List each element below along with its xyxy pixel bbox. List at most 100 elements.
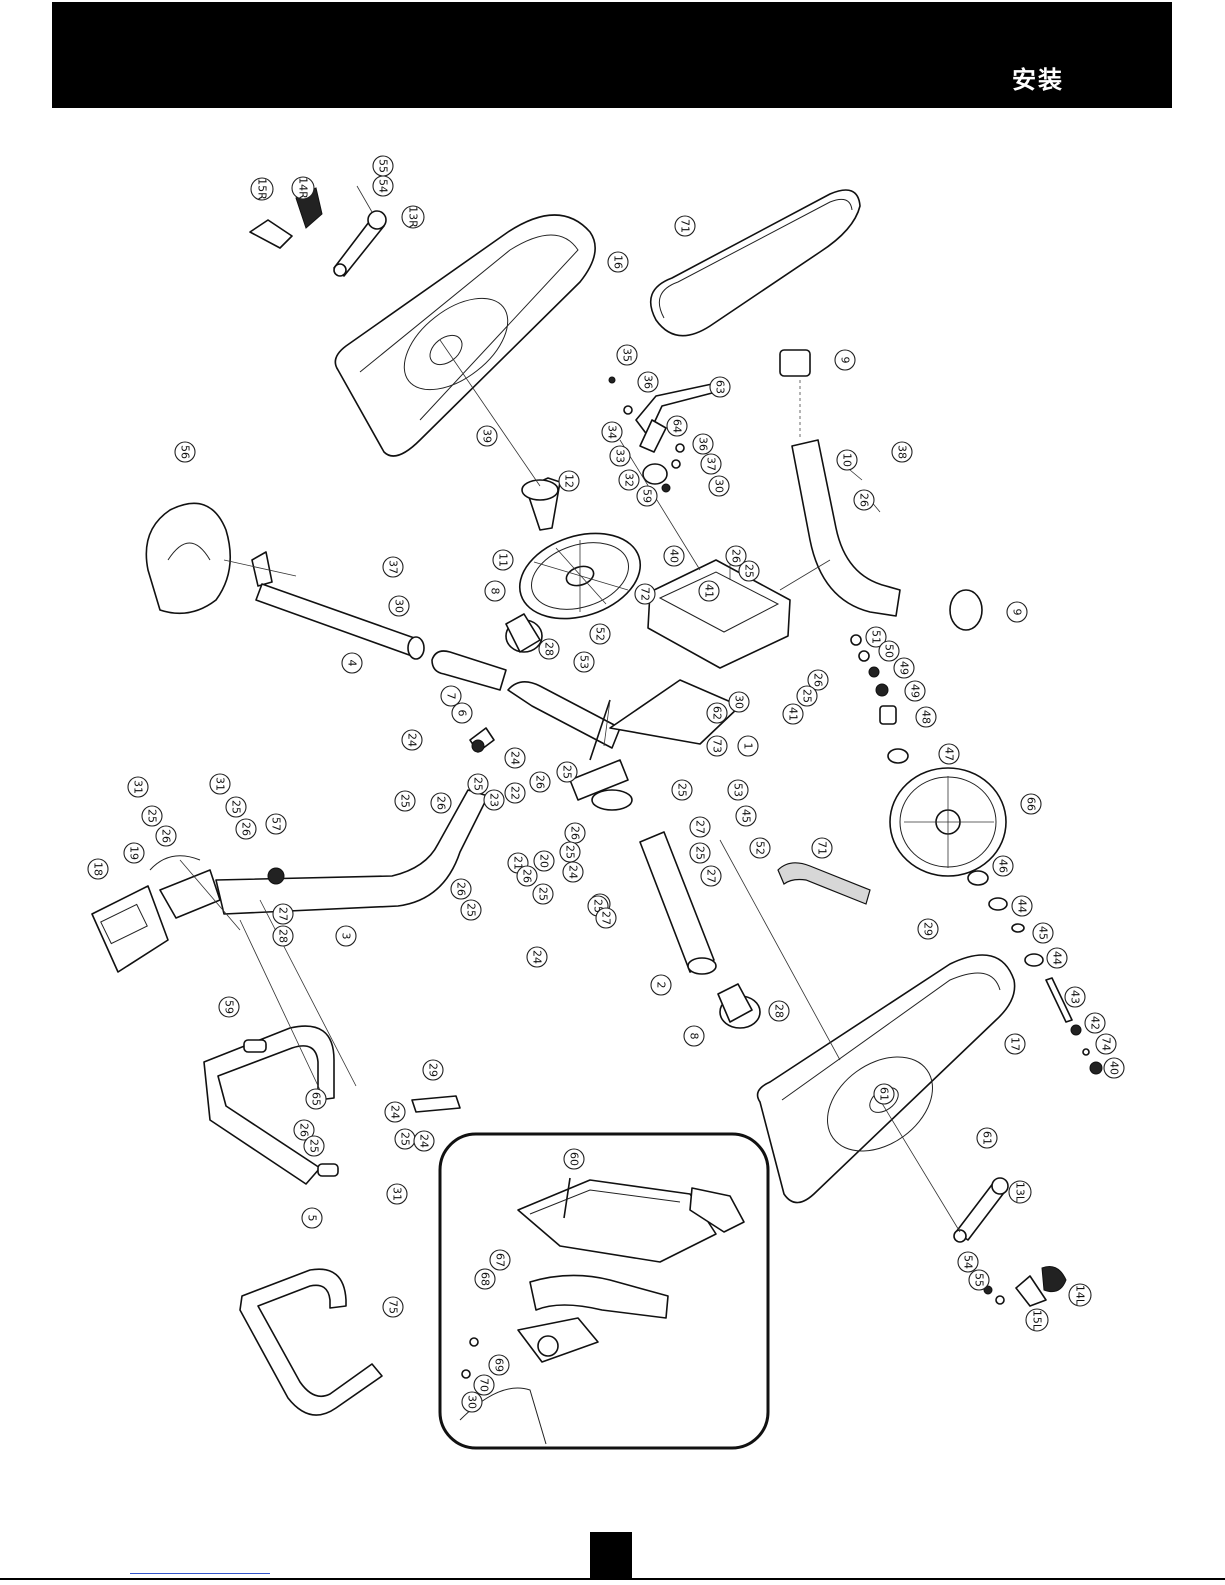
callout-circle bbox=[401, 729, 423, 751]
callout-circle bbox=[305, 1088, 327, 1110]
callout-circle bbox=[473, 1374, 495, 1396]
callout-label: 62 bbox=[711, 706, 724, 720]
callout-label: 26 bbox=[569, 826, 582, 840]
callout-circle bbox=[532, 883, 554, 905]
callout-label: 11 bbox=[497, 553, 510, 567]
callout-41: 41 bbox=[782, 703, 804, 725]
callout-label: 74 bbox=[1100, 1037, 1113, 1051]
callout-52: 52 bbox=[749, 837, 771, 859]
callout-31: 31 bbox=[209, 773, 231, 795]
callout-30: 30 bbox=[461, 1391, 483, 1413]
callout-label: 25 bbox=[472, 777, 485, 791]
callout-circle bbox=[558, 470, 580, 492]
callout-label: 26 bbox=[812, 673, 825, 687]
callout-circle bbox=[706, 735, 728, 757]
callout-46: 46 bbox=[992, 855, 1014, 877]
callout-label: 7 bbox=[445, 693, 458, 700]
callout-circle bbox=[301, 1207, 323, 1229]
callout-circle bbox=[601, 421, 623, 443]
callout-circle bbox=[1011, 895, 1033, 917]
callout-13R: 13R bbox=[401, 205, 425, 229]
callout-label: 70 bbox=[478, 1378, 491, 1392]
callout-circle bbox=[461, 1391, 483, 1413]
callout-label: 37 bbox=[705, 457, 718, 471]
callout-61: 61 bbox=[976, 1127, 998, 1149]
callout-24: 24 bbox=[526, 946, 548, 968]
callout-42: 42 bbox=[1084, 1012, 1106, 1034]
callout-47: 47 bbox=[938, 743, 960, 765]
callout-25: 25 bbox=[225, 796, 247, 818]
callout-label: 8 bbox=[489, 588, 502, 595]
seat-assembly bbox=[145, 502, 425, 660]
callout-circle bbox=[891, 441, 913, 463]
callout-label: 17 bbox=[1009, 1037, 1022, 1051]
callout-52: 52 bbox=[589, 623, 611, 645]
callout-circle bbox=[335, 925, 357, 947]
callout-label: 57 bbox=[270, 817, 283, 831]
callout-circle bbox=[422, 1059, 444, 1081]
callout-circle bbox=[706, 702, 728, 724]
callout-8: 8 bbox=[683, 1025, 705, 1047]
callout-label: 48 bbox=[920, 710, 933, 724]
callout-label: 55 bbox=[973, 1273, 986, 1287]
callout-label: 46 bbox=[997, 859, 1010, 873]
callout-label: 50 bbox=[883, 644, 896, 658]
callout-circle bbox=[127, 776, 149, 798]
callout-16: 16 bbox=[607, 251, 629, 273]
callout-label: 54 bbox=[962, 1255, 975, 1269]
callout-circle bbox=[413, 1130, 435, 1152]
callout-circle bbox=[1025, 1308, 1049, 1332]
callout-37: 37 bbox=[700, 453, 722, 475]
callout-label: 44 bbox=[1051, 951, 1064, 965]
callout-26: 26 bbox=[564, 822, 586, 844]
callout-50: 50 bbox=[878, 640, 900, 662]
callout-label: 71 bbox=[816, 841, 829, 855]
callout-33: 33 bbox=[609, 445, 631, 467]
callout-69: 69 bbox=[488, 1354, 510, 1376]
callout-27: 27 bbox=[272, 903, 294, 925]
callout-label: 60 bbox=[568, 1152, 581, 1166]
callout-circle bbox=[573, 651, 595, 673]
callout-35: 35 bbox=[616, 344, 638, 366]
callout-label: 31 bbox=[214, 777, 227, 791]
callout-label: 25 bbox=[564, 845, 577, 859]
callout-circle bbox=[683, 1025, 705, 1047]
callout-circle bbox=[563, 1148, 585, 1170]
callout-56: 56 bbox=[174, 441, 196, 463]
callout-label: 30 bbox=[393, 599, 406, 613]
callout-25: 25 bbox=[394, 790, 416, 812]
callout-circle bbox=[992, 855, 1014, 877]
callout-44: 44 bbox=[1011, 895, 1033, 917]
callout-label: 20 bbox=[538, 854, 551, 868]
callout-45: 45 bbox=[1032, 922, 1054, 944]
callout-circle bbox=[492, 549, 514, 571]
inset-detail bbox=[438, 1132, 770, 1450]
callout-circle bbox=[749, 837, 771, 859]
callout-51: 51 bbox=[865, 626, 887, 648]
callout-circle bbox=[873, 1083, 895, 1105]
callout-label: 13L bbox=[1014, 1182, 1027, 1203]
callout-label: 25 bbox=[399, 794, 412, 808]
callout-24: 24 bbox=[413, 1130, 435, 1152]
callout-circle bbox=[671, 779, 693, 801]
callout-26: 26 bbox=[807, 669, 829, 691]
callout-circle bbox=[689, 842, 711, 864]
callout-circle bbox=[589, 623, 611, 645]
callout-circle bbox=[834, 349, 856, 371]
callout-circle bbox=[489, 1249, 511, 1271]
callout-44: 44 bbox=[1046, 947, 1068, 969]
callout-59: 59 bbox=[636, 485, 658, 507]
callout-label: 75 bbox=[387, 1300, 400, 1314]
callout-label: 66 bbox=[1025, 797, 1038, 811]
callout-circle bbox=[155, 825, 177, 847]
callout-label: 24 bbox=[531, 950, 544, 964]
callout-15L: 15L bbox=[1025, 1308, 1049, 1332]
callout-circle bbox=[225, 796, 247, 818]
callout-circle bbox=[303, 1135, 325, 1157]
callout-43: 43 bbox=[1064, 986, 1086, 1008]
callout-circle bbox=[738, 560, 760, 582]
callout-label: 29 bbox=[922, 922, 935, 936]
callout-circle bbox=[265, 813, 287, 835]
callout-circle bbox=[663, 545, 685, 567]
callout-label: 25 bbox=[465, 903, 478, 917]
